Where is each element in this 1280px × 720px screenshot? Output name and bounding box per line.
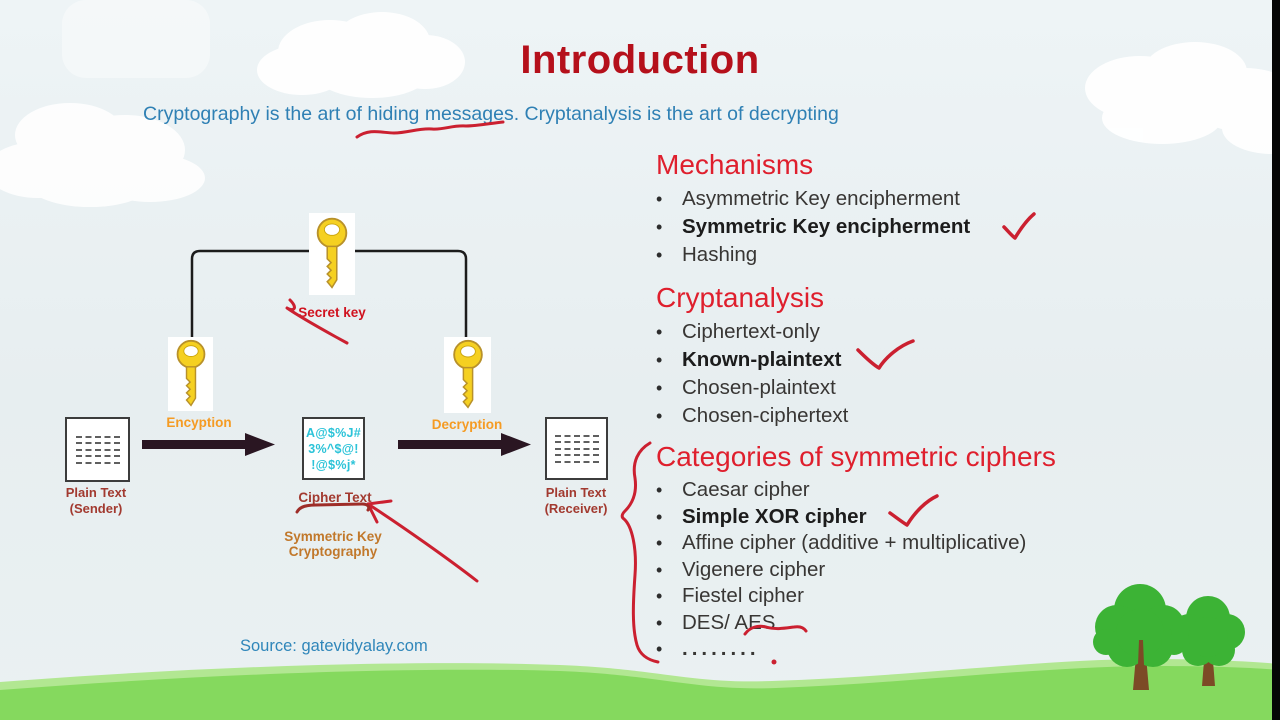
- categories-curly-brace: [620, 441, 660, 664]
- plain-text-sender-box: [65, 417, 130, 482]
- item-text: DES/ AES: [682, 610, 776, 634]
- bullet: •: [656, 533, 663, 553]
- list-item: • Ciphertext-only: [656, 318, 1126, 346]
- section-cryptanalysis: Cryptanalysis • Ciphertext-only • Known-pl…: [656, 283, 1126, 430]
- section-heading: Mechanisms: [656, 149, 814, 180]
- list-item: • Fiestel cipher: [656, 583, 1126, 610]
- list-item: • Hashing: [656, 241, 1126, 269]
- cryptanalysis-list: • Ciphertext-only • Known-plaintext • Chose…: [656, 318, 1126, 430]
- text-line: [75, 442, 120, 444]
- text-line: [75, 461, 120, 464]
- list-item: • Known-plaintext: [656, 346, 1126, 374]
- item-text: Hashing: [682, 243, 758, 266]
- encryption-label: Encyption: [166, 415, 232, 430]
- text-line: [554, 447, 599, 450]
- item-text: Chosen-ciphertext: [682, 404, 849, 427]
- section-categories: Categories of symmetric ciphers • Caesar …: [656, 442, 1126, 663]
- page-title: Introduction: [520, 38, 760, 82]
- bullet: •: [656, 245, 663, 265]
- slide-subtitle: Cryptography is the art of hiding messag…: [143, 103, 839, 125]
- section-heading: Categories of symmetric ciphers: [656, 441, 1056, 472]
- right-letterbox-bar: [1272, 0, 1280, 720]
- bullet: •: [656, 189, 663, 209]
- bullet: •: [656, 612, 663, 633]
- item-text: Affine cipher (additive + multiplicative…: [682, 531, 1027, 554]
- text-line: [75, 448, 120, 451]
- bullet: •: [656, 322, 663, 342]
- item-text: Fiestel cipher: [682, 584, 804, 607]
- bullet: •: [656, 480, 663, 500]
- item-text: Known-plaintext: [682, 348, 842, 371]
- list-item: • Asymmetric Key encipherment: [656, 185, 1126, 213]
- mechanisms-list: • Asymmetric Key encipherment • Symmetric …: [656, 185, 1126, 269]
- plain-text-receiver-box: [545, 417, 608, 480]
- key-icon: [316, 217, 348, 289]
- list-item: • Simple XOR cipher: [656, 504, 1126, 531]
- key-icon: [176, 339, 205, 407]
- text-line: [554, 434, 599, 437]
- bullet: •: [656, 350, 663, 370]
- text-line: [554, 460, 599, 463]
- list-item: • Chosen-plaintext: [656, 374, 1126, 402]
- grass-hill-light: [0, 659, 1280, 720]
- section-mechanisms: Mechanisms • Asymmetric Key encipherment …: [656, 150, 1126, 269]
- bullet: •: [656, 586, 663, 606]
- receiver-label: Plain Text (Receiver): [535, 485, 617, 516]
- key-icon: [452, 339, 483, 409]
- bullet: •: [656, 378, 663, 398]
- list-item: •........: [656, 636, 1126, 663]
- list-item: • Affine cipher (additive + multiplicativ…: [656, 530, 1126, 557]
- encryption-arrow: [142, 433, 275, 456]
- sender-key-image: [168, 337, 213, 411]
- section-heading: Cryptanalysis: [656, 282, 825, 313]
- item-text: Chosen-plaintext: [682, 376, 836, 399]
- item-text: Symmetric Key encipherment: [682, 215, 971, 238]
- secret-key-image-top: [309, 213, 355, 295]
- receiver-label-line1: Plain Text: [545, 485, 607, 500]
- bullet: •: [656, 559, 663, 580]
- decryption-label: Decryption: [431, 417, 503, 432]
- list-item: • Symmetric Key encipherment: [656, 213, 1126, 241]
- text-line: [75, 435, 120, 438]
- item-text: Asymmetric Key encipherment: [682, 187, 960, 210]
- text-line: [554, 441, 599, 443]
- list-item: • DES/ AES: [656, 610, 1126, 637]
- list-item: • Chosen-ciphertext: [656, 402, 1126, 430]
- item-text: Caesar cipher: [682, 478, 810, 501]
- grass-hill-main: [0, 666, 1280, 720]
- categories-list: • Caesar cipher • Simple XOR cipher • Affin…: [656, 477, 1126, 663]
- tree-right: [1171, 596, 1245, 686]
- sender-label-line1: Plain Text: [65, 485, 127, 500]
- list-item: • Caesar cipher: [656, 477, 1126, 504]
- cipher-text-line: A@$%J#: [306, 425, 361, 440]
- bullet: •: [656, 217, 663, 237]
- item-text: Ciphertext-only: [682, 320, 820, 343]
- cipher-text-line: !@$%j*: [311, 457, 356, 472]
- bullet: •: [656, 639, 663, 659]
- list-item: • Vigenere cipher: [656, 557, 1126, 584]
- source-credit: Source: gatevidyalay.com: [240, 637, 428, 655]
- diagram-caption: Symmetric Key Cryptography: [284, 529, 382, 559]
- text-line: [554, 454, 599, 456]
- decryption-arrow: [398, 433, 531, 456]
- cipher-text-line: 3%^$@!: [308, 441, 359, 456]
- text-line: [75, 455, 120, 457]
- receiver-key-image: [444, 337, 491, 413]
- cipher-text-label: Cipher Text: [298, 490, 372, 505]
- item-text: Vigenere cipher: [682, 557, 826, 581]
- sender-label: Plain Text (Sender): [55, 485, 137, 516]
- item-text: ........: [682, 637, 760, 660]
- bullet: •: [656, 406, 663, 426]
- sender-label-line2: (Sender): [69, 500, 123, 516]
- receiver-label-line2: (Receiver): [544, 500, 608, 516]
- item-text: Simple XOR cipher: [682, 504, 867, 528]
- cipher-text-box: A@$%J# 3%^$@! !@$%j*: [302, 417, 365, 480]
- bullet: •: [656, 506, 663, 527]
- secret-key-label: Secret key: [298, 305, 366, 320]
